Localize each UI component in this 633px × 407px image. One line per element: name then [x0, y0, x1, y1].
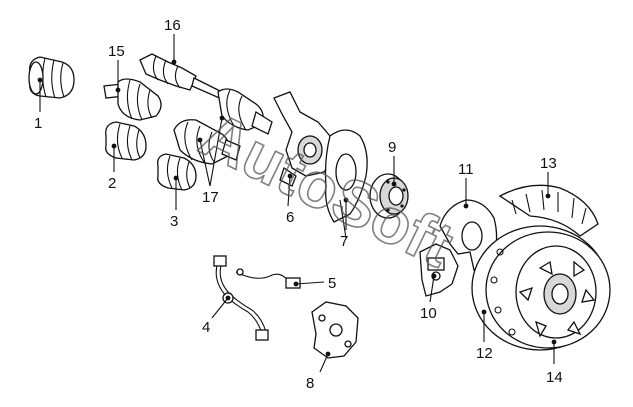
- callout-17: 17: [202, 189, 219, 206]
- callout-9: 9: [388, 139, 396, 156]
- part-3-boot[interactable]: [157, 153, 197, 191]
- callout-16: 16: [164, 17, 181, 34]
- leader-lines: [39, 34, 555, 373]
- part-2-boot[interactable]: [105, 121, 147, 161]
- callout-4: 4: [202, 319, 210, 336]
- leader-endpoints: [37, 59, 557, 357]
- callout-13: 13: [540, 155, 557, 172]
- callout-2: 2: [108, 175, 116, 192]
- part-16-drive-shaft[interactable]: [139, 53, 273, 135]
- callout-12: 12: [476, 345, 493, 362]
- part-15-inner-cv-joint[interactable]: [103, 78, 162, 121]
- callout-6: 6: [286, 209, 294, 226]
- callout-labels: 1 2 3 4 5 6 7 8 9 10 11 12 13 14 15 16 1…: [34, 17, 563, 392]
- part-7-backing-plate[interactable]: [324, 129, 368, 239]
- callout-7: 7: [340, 233, 348, 250]
- part-12-brake-disc[interactable]: [471, 225, 611, 351]
- callout-14: 14: [546, 369, 563, 386]
- callout-5: 5: [328, 275, 336, 292]
- part-9-hub-bearing[interactable]: [369, 173, 409, 219]
- callout-11: 11: [458, 161, 474, 178]
- part-5-abs-sensor[interactable]: [235, 268, 301, 289]
- part-8-caliper-bracket[interactable]: [311, 301, 359, 359]
- part-1-boot[interactable]: [28, 56, 75, 99]
- callout-1: 1: [34, 115, 42, 132]
- callout-8: 8: [306, 375, 314, 392]
- callout-10: 10: [420, 305, 437, 322]
- callout-3: 3: [170, 213, 178, 230]
- part-13-disc-section[interactable]: [498, 184, 599, 237]
- callout-15: 15: [108, 43, 125, 60]
- autosoft-watermark: AutoSoft: [190, 98, 464, 281]
